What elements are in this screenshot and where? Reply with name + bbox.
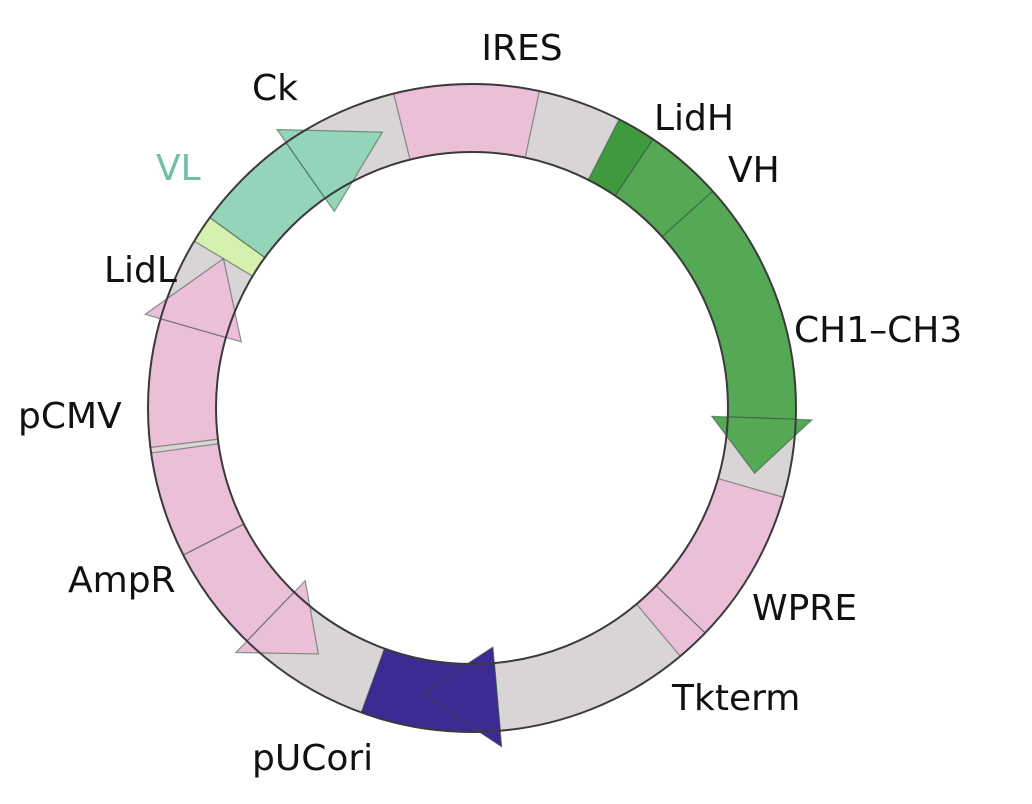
label-wpre: WPRE — [752, 588, 857, 629]
segment-pcmv — [147, 317, 227, 449]
label-ires: IRES — [481, 28, 562, 69]
arrow-head-pucori — [420, 646, 503, 748]
label-pcmv: pCMV — [18, 396, 122, 437]
arrow-body-ch1ch3 — [661, 190, 797, 420]
arrow-head-ampr — [234, 579, 320, 655]
arrow-head-pcmv — [143, 257, 243, 343]
plasmid-ring — [143, 83, 814, 748]
label-vh: VH — [728, 150, 780, 191]
inner-outline — [215, 151, 729, 665]
label-lidl: LidL — [104, 250, 177, 291]
label-lidh: LidH — [654, 98, 734, 139]
label-ch1ch3: CH1–CH3 — [794, 310, 962, 351]
outer-outline — [147, 83, 797, 733]
arrow-head-ch1ch3 — [710, 415, 814, 475]
arrow-head-ck — [275, 128, 384, 213]
label-vl: VL — [156, 148, 201, 189]
label-ck: Ck — [252, 68, 298, 109]
label-pucori: pUCori — [252, 738, 373, 779]
label-ampr: AmpR — [68, 560, 176, 601]
label-tkterm: Tkterm — [671, 678, 800, 719]
segment-ires — [392, 83, 541, 161]
